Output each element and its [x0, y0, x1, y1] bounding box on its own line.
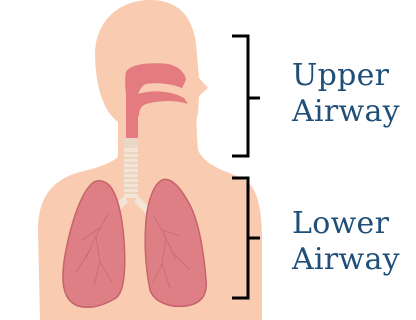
lower-airway-label-line2: Airway: [292, 242, 400, 278]
upper-airway-label-line1: Upper: [292, 58, 400, 94]
lower-airway-label: Lower Airway: [292, 206, 400, 278]
upper-airway-label: Upper Airway: [292, 58, 400, 130]
upper-airway-bracket: [232, 36, 260, 156]
larynx: [124, 138, 138, 148]
pharynx: [126, 96, 138, 138]
lower-airway-label-line1: Lower: [292, 206, 400, 242]
upper-airway-label-line2: Airway: [292, 94, 400, 130]
trachea: [124, 148, 138, 198]
